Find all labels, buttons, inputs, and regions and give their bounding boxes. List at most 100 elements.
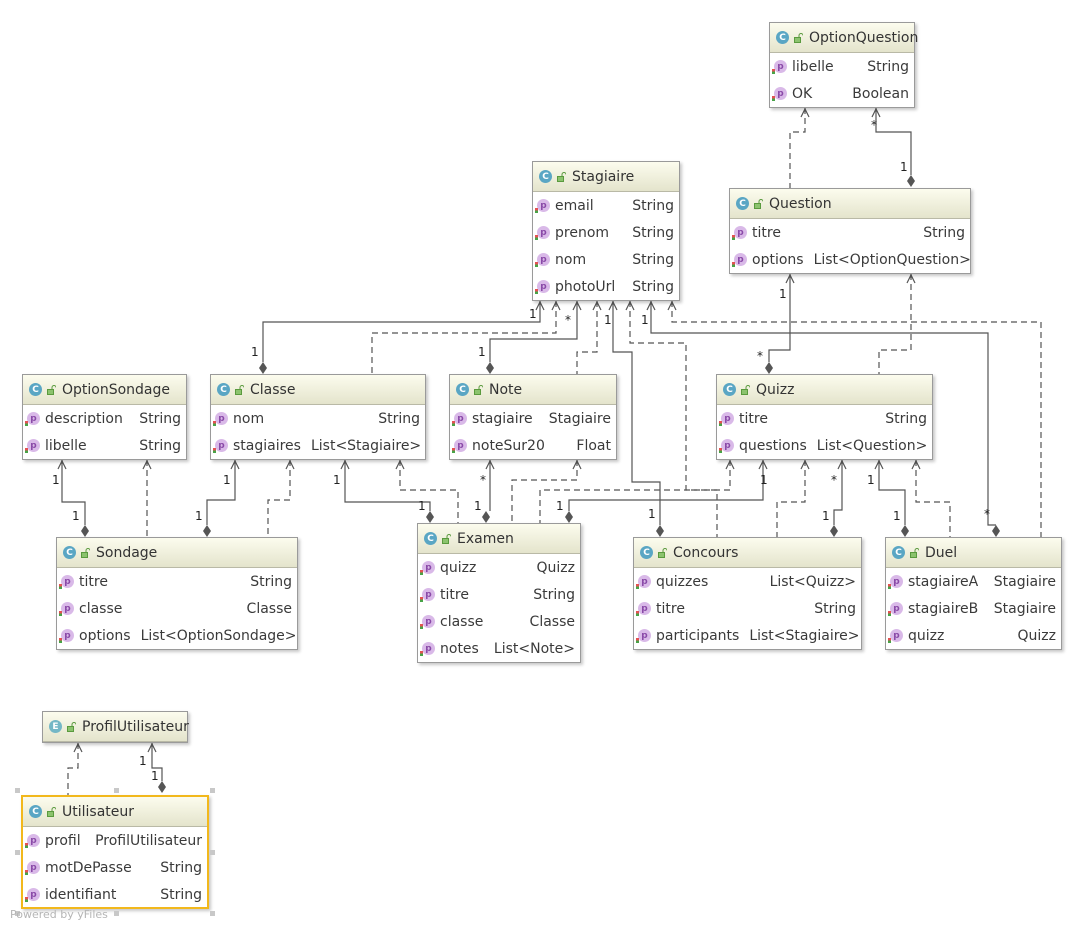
selection-handle[interactable] xyxy=(210,850,215,855)
dependency-edge[interactable] xyxy=(915,460,951,537)
association-edge[interactable] xyxy=(878,460,906,525)
class-icon: C xyxy=(736,197,749,210)
selection-handle[interactable] xyxy=(15,911,20,916)
association-edge[interactable] xyxy=(612,301,661,525)
dependency-edge[interactable] xyxy=(878,274,912,374)
dependency-edge[interactable] xyxy=(539,460,731,523)
selection-handle[interactable] xyxy=(15,788,20,793)
dependency-edge[interactable] xyxy=(789,108,806,188)
association-edge[interactable] xyxy=(650,301,996,526)
dependency-edge[interactable] xyxy=(371,301,557,374)
composition-diamond xyxy=(259,362,267,374)
dependency-edge[interactable] xyxy=(629,301,718,537)
dependency-edge[interactable] xyxy=(671,301,1042,537)
association-edge[interactable] xyxy=(61,460,86,525)
field-name: titre xyxy=(79,573,108,590)
selection-handle[interactable] xyxy=(210,911,215,916)
dependency-edge[interactable] xyxy=(511,460,578,523)
dependency-edge[interactable] xyxy=(776,460,806,537)
selection-handle[interactable] xyxy=(114,788,119,793)
association-edge[interactable] xyxy=(262,301,541,362)
association-edge[interactable] xyxy=(206,460,236,525)
multiplicity-label: 1 xyxy=(641,313,649,327)
association-edge[interactable] xyxy=(833,460,843,525)
selection-handle[interactable] xyxy=(114,911,119,916)
association-edge[interactable] xyxy=(489,301,578,362)
dependency-edge[interactable] xyxy=(267,460,291,537)
association-edge[interactable] xyxy=(768,274,791,362)
association-edge[interactable] xyxy=(568,460,764,511)
multiplicity-label: 1 xyxy=(52,473,60,487)
association-edge[interactable] xyxy=(151,743,163,781)
unlocked-icon xyxy=(67,721,76,732)
selection-handle[interactable] xyxy=(15,850,20,855)
association-edge[interactable] xyxy=(344,460,431,511)
dependency-edge[interactable] xyxy=(576,301,598,374)
association-edge[interactable] xyxy=(875,108,912,175)
dependency-edge[interactable] xyxy=(399,460,459,523)
composition-diamond xyxy=(158,781,166,793)
arrow-head xyxy=(785,273,795,284)
dependency-edge[interactable] xyxy=(67,743,79,795)
selection-handle[interactable] xyxy=(210,788,215,793)
